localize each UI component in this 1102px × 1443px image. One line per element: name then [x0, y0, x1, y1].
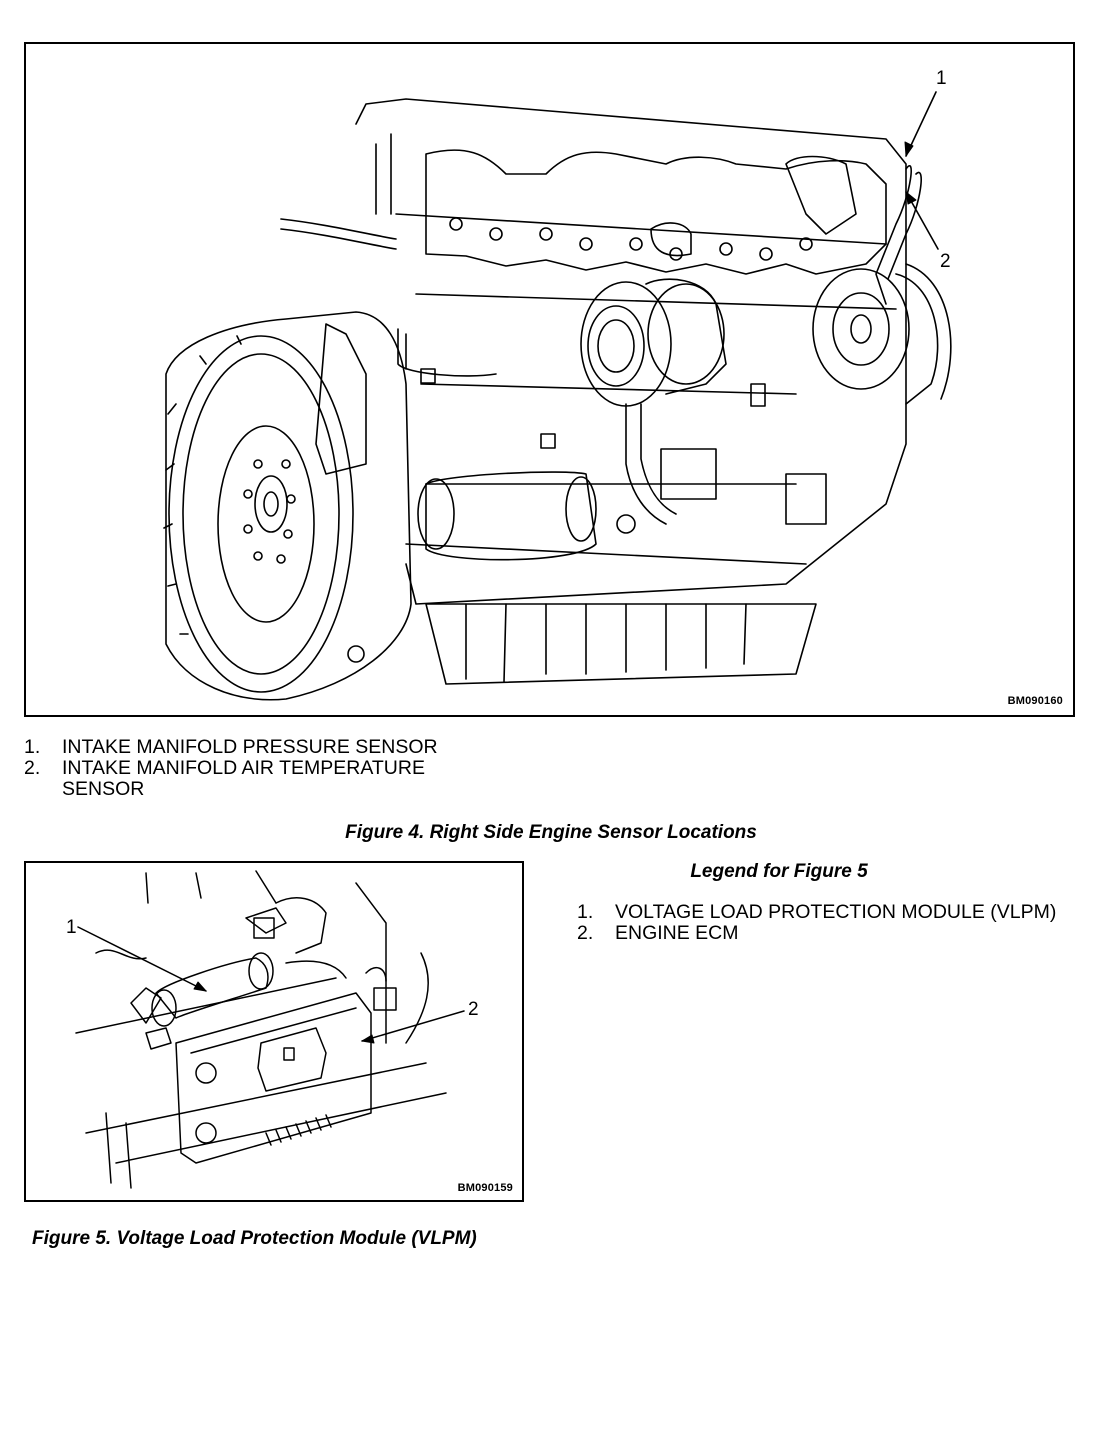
legend-item: 2. INTAKE MANIFOLD AIR TEMPERATURE SENSO…	[24, 758, 504, 800]
front-pulley	[812, 263, 952, 405]
callout-1-fig5: 1	[66, 917, 207, 992]
callout-label: 1	[936, 68, 947, 89]
legend-number: 2.	[577, 922, 594, 944]
callout-label: 1	[66, 917, 77, 938]
figure-code: BM090159	[457, 1182, 513, 1194]
vlpm-ecm-drawing: 1 2	[66, 870, 479, 1189]
callout-label: 2	[940, 251, 951, 272]
figure-code: BM090160	[1007, 695, 1063, 707]
callout-label: 2	[468, 999, 479, 1020]
figure-5-caption: Figure 5. Voltage Load Protection Module…	[32, 1228, 477, 1249]
figure-5-illustration: 1 2 BM090159	[24, 861, 524, 1202]
starter-motor	[417, 471, 597, 561]
legend-text: VOLTAGE LOAD PROTECTION MODULE (VLPM)	[615, 901, 1057, 923]
legend-number: 1.	[577, 901, 594, 923]
figure-5-legend-title: Legend for Figure 5	[690, 861, 868, 882]
flywheel-housing	[163, 311, 412, 701]
engine-ecm	[175, 992, 372, 1164]
exhaust-manifold	[425, 149, 887, 275]
connectors	[145, 966, 397, 1050]
sensor-lines	[280, 165, 922, 377]
figure-4-legend: 1. INTAKE MANIFOLD PRESSURE SENSOR 2. IN…	[24, 737, 504, 800]
engine-right-side-drawing: 1 2	[163, 68, 952, 701]
figure-4-illustration: 1 2 BM090160	[24, 42, 1075, 717]
legend-item: 1. VOLTAGE LOAD PROTECTION MODULE (VLPM)	[577, 902, 1087, 923]
legend-number: 1.	[24, 736, 41, 758]
engine-rail	[75, 870, 447, 1189]
legend-text: INTAKE MANIFOLD PRESSURE SENSOR	[62, 736, 438, 758]
turbocharger	[580, 222, 727, 525]
legend-text: INTAKE MANIFOLD AIR TEMPERATURE SENSOR	[62, 757, 425, 800]
callout-2-fig4: 2	[905, 191, 951, 272]
figure-4-caption: Figure 4. Right Side Engine Sensor Locat…	[345, 822, 757, 843]
engine-block	[355, 98, 907, 685]
legend-number: 2.	[24, 757, 41, 779]
block-bolts	[420, 368, 827, 534]
vlpm-module	[130, 897, 347, 1027]
legend-text: ENGINE ECM	[615, 922, 739, 944]
figure-5-legend: 1. VOLTAGE LOAD PROTECTION MODULE (VLPM)…	[577, 902, 1087, 944]
callout-2-fig5: 2	[361, 999, 479, 1044]
legend-item: 2. ENGINE ECM	[577, 923, 1087, 944]
legend-item: 1. INTAKE MANIFOLD PRESSURE SENSOR	[24, 737, 504, 758]
callout-1-fig4: 1	[904, 68, 947, 157]
